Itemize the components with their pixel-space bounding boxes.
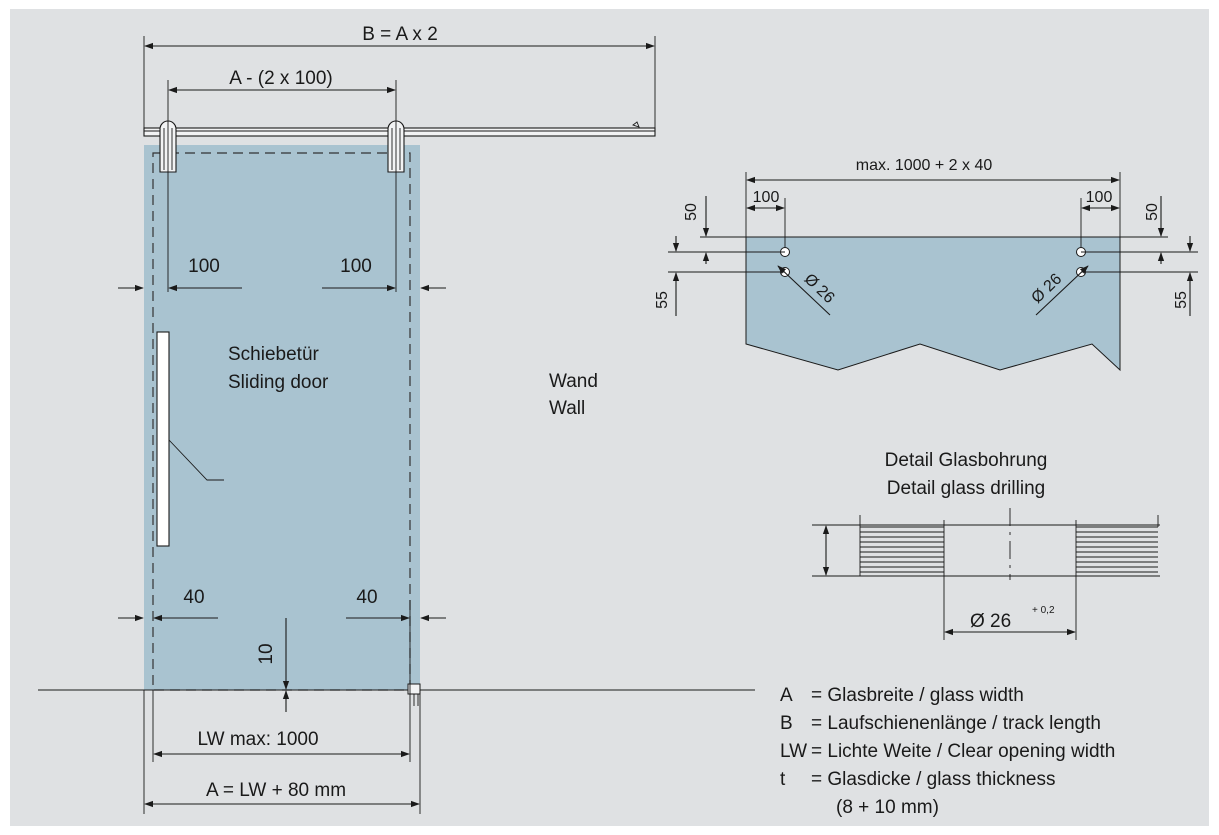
main-view: B = A x 2 A - (2 x 100) 100 100 40 (38, 24, 755, 814)
door-label-en: Sliding door (228, 372, 329, 393)
dim-top-left-label: 50 (683, 203, 700, 221)
door-label-de: Schiebetür (228, 344, 320, 365)
dim-pitch-left-label: 55 (654, 291, 671, 309)
legend-text: = Lichte Weite / Clear opening width (811, 741, 1115, 762)
door-opening-dashed-outline (152, 152, 411, 691)
dim-roller-spacing: A - (2 x 100) (167, 68, 397, 292)
legend-text: (8 + 10 mm) (836, 797, 939, 818)
dim-roller-offset-left: 100 (118, 256, 242, 292)
dim-clear-width-label: LW max: 1000 (197, 729, 318, 750)
wall-label-de: Wand (549, 371, 598, 392)
dim-overlap-right: 40 (346, 587, 446, 622)
drilling-dia-label: Ø 26 (970, 611, 1011, 632)
legend-key: A (780, 685, 793, 706)
hole-position-detail: max. 1000 + 2 x 40 100 100 50 50 55 (654, 157, 1198, 372)
legend-text: = Glasbreite / glass width (811, 685, 1024, 706)
dim-roller-offset-left-label: 100 (188, 256, 220, 277)
dim-total-label: max. 1000 + 2 x 40 (856, 157, 993, 174)
legend-key: B (780, 713, 793, 734)
dim-overlap-right-label: 40 (356, 587, 377, 608)
glass-door (144, 145, 420, 690)
dim-glass-width-label: A = LW + 80 mm (206, 780, 346, 801)
legend-text: = Laufschienenlänge / track length (811, 713, 1101, 734)
glass-drilling-detail: Detail Glasbohrung Detail glass drilling (812, 450, 1160, 640)
wall-label-en: Wall (549, 398, 585, 419)
glass-section-right (1076, 515, 1159, 573)
dim-floor-gap: 10 (256, 618, 290, 712)
dim-edge-left-label: 100 (753, 189, 780, 206)
dim-pitch-right-label: 55 (1173, 291, 1190, 309)
legend: A = Glasbreite / glass width B = Laufsch… (780, 685, 1115, 818)
dim-track-length: B = A x 2 (143, 24, 656, 128)
dim-clear-width: LW max: 1000 (153, 729, 410, 758)
dim-overlap-left: 40 (118, 587, 218, 622)
legend-text: = Glasdicke / glass thickness (811, 769, 1055, 790)
legend-key: LW (780, 741, 807, 762)
legend-key: t (780, 769, 786, 790)
dim-glass-width: A = LW + 80 mm (144, 780, 420, 808)
drilling-title-de: Detail Glasbohrung (885, 450, 1048, 471)
dim-top-right-label: 50 (1144, 203, 1161, 221)
dim-roller-spacing-label: A - (2 x 100) (229, 68, 333, 89)
drilling-tolerance-label: + 0,2 (1032, 605, 1055, 616)
dim-track-length-label: B = A x 2 (362, 24, 438, 45)
dim-edge-right-label: 100 (1086, 189, 1113, 206)
drilling-title-en: Detail glass drilling (887, 478, 1045, 499)
dim-roller-offset-right-label: 100 (340, 256, 372, 277)
dim-overlap-left-label: 40 (183, 587, 204, 608)
dim-roller-offset-right: 100 (322, 256, 446, 292)
glass-top-section (745, 236, 1121, 372)
dim-floor-gap-label: 10 (256, 643, 277, 664)
door-handle (156, 331, 224, 547)
